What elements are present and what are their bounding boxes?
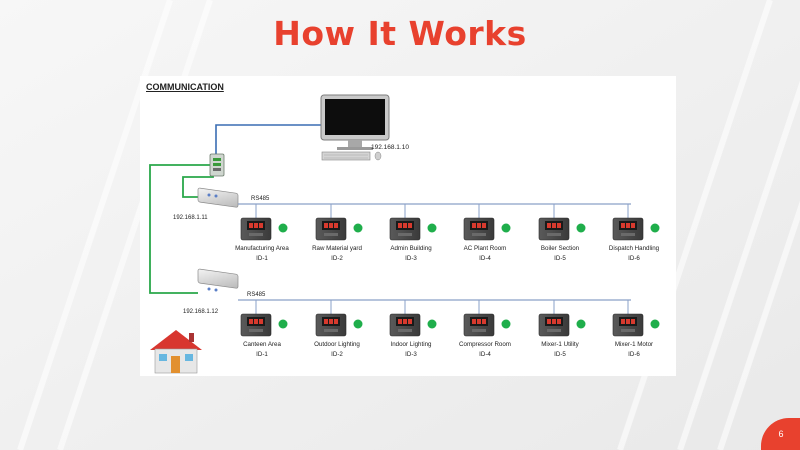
meter-id: ID-3 xyxy=(405,351,417,358)
meter-id: ID-6 xyxy=(628,351,640,358)
meter-id: ID-4 xyxy=(479,351,491,358)
energy-meter-icon xyxy=(612,313,644,337)
status-led xyxy=(278,223,288,233)
house-icon xyxy=(150,330,202,374)
meter-id: ID-4 xyxy=(479,255,491,262)
section-label: COMMUNICATION xyxy=(146,82,224,92)
meter-name: Indoor Lighting xyxy=(391,341,432,348)
status-led xyxy=(278,319,288,329)
lan-link xyxy=(215,124,323,154)
energy-meter-icon xyxy=(538,313,570,337)
meter-id: ID-5 xyxy=(554,351,566,358)
meter-id: ID-3 xyxy=(405,255,417,262)
meter-name: Dispatch Handling xyxy=(609,245,660,252)
energy-meter-icon xyxy=(240,217,272,241)
meter-id: ID-2 xyxy=(331,351,343,358)
meter-name: Manufacturing Area xyxy=(235,245,289,252)
network-links xyxy=(149,124,323,294)
status-led xyxy=(501,223,511,233)
energy-meter-icon xyxy=(538,217,570,241)
energy-meter-icon xyxy=(240,313,272,337)
meter-id: ID-6 xyxy=(628,255,640,262)
gateway-ip: 192.168.1.11 xyxy=(173,215,208,221)
status-led xyxy=(427,223,437,233)
meter-name: Canteen Area xyxy=(243,341,281,348)
meter-id: ID-1 xyxy=(256,351,268,358)
computer-icon xyxy=(320,94,390,161)
page-title: How It Works xyxy=(273,14,527,53)
status-led xyxy=(576,319,586,329)
energy-meter-icon xyxy=(612,217,644,241)
gateway-icon xyxy=(197,187,239,208)
gateway-icon xyxy=(197,268,239,292)
status-led xyxy=(353,319,363,329)
energy-meter-icon xyxy=(389,313,421,337)
energy-meter-icon xyxy=(315,217,347,241)
meter-id: ID-1 xyxy=(256,255,268,262)
energy-meter-icon xyxy=(463,217,495,241)
status-led xyxy=(650,223,660,233)
status-led xyxy=(427,319,437,329)
meter-name: Mixer-1 Utility xyxy=(541,341,579,348)
meter-name: Outdoor Lighting xyxy=(314,341,360,348)
bus-label: RS485 xyxy=(251,196,270,202)
meter-name: AC Plant Room xyxy=(464,245,507,252)
gateway-ip: 192.168.1.12 xyxy=(183,309,219,315)
computer-ip: 192.168.1.10 xyxy=(371,144,409,151)
meter-name: Boiler Section xyxy=(541,245,580,252)
energy-meter-icon xyxy=(315,313,347,337)
meter-name: Admin Building xyxy=(390,245,432,252)
meter-id: ID-5 xyxy=(554,255,566,262)
status-led xyxy=(650,319,660,329)
meter-name: Mixer-1 Motor xyxy=(615,341,653,348)
ethernet-link xyxy=(149,164,211,294)
bus-label: RS485 xyxy=(247,292,266,298)
energy-meter-icon xyxy=(389,217,421,241)
energy-meter-icon xyxy=(463,313,495,337)
ethernet-link xyxy=(182,176,214,198)
meter-id: ID-2 xyxy=(331,255,343,262)
status-led xyxy=(576,223,586,233)
network-switch-icon xyxy=(209,153,225,177)
meter-name: Compressor Room xyxy=(459,341,511,348)
status-led xyxy=(353,223,363,233)
status-led xyxy=(501,319,511,329)
meter-name: Raw Material yard xyxy=(312,245,362,252)
